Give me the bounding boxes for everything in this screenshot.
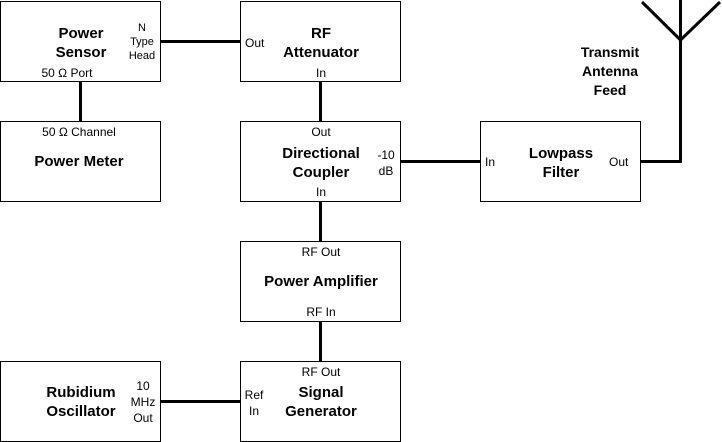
signal-generator-title: Signal Generator — [285, 384, 357, 420]
signal-generator-ref-in-label: Ref In — [244, 388, 264, 418]
power-meter-title: Power Meter — [34, 153, 124, 170]
wire-filter-to-antenna-v — [679, 40, 682, 163]
lowpass-filter-out-label: Out — [609, 155, 629, 169]
rf-attenuator-block: RF Attenuator Out In — [240, 1, 401, 82]
wire-coupler-to-filter — [400, 160, 480, 163]
rubidium-oscillator-output-label: 10 MHz Out — [130, 379, 156, 425]
power-amplifier-title: Power Amplifier — [264, 273, 378, 290]
directional-coupler-coupled-label: -10 dB — [377, 148, 395, 178]
directional-coupler-block: Out Directional Coupler -10 dB In — [240, 121, 401, 202]
directional-coupler-title: Directional Coupler — [282, 145, 360, 181]
rf-attenuator-out-label: Out — [245, 36, 265, 50]
rubidium-oscillator-block: Rubidium Oscillator 10 MHz Out — [0, 361, 161, 442]
power-sensor-port-label: 50 Ω Port — [41, 66, 93, 80]
power-amplifier-block: RF Out Power Amplifier RF In — [240, 241, 401, 322]
rubidium-oscillator-title: Rubidium Oscillator — [46, 384, 116, 420]
power-meter-channel-label: 50 Ω Channel — [42, 125, 116, 139]
wire-filter-to-antenna-h — [640, 160, 682, 163]
power-sensor-title: Power Sensor — [55, 25, 107, 61]
signal-generator-block: RF Out Ref In Signal Generator — [240, 361, 401, 442]
directional-coupler-in-label: In — [315, 185, 326, 199]
lowpass-filter-in-label: In — [485, 155, 496, 169]
wire-oscillator-to-generator — [160, 400, 240, 403]
wire-amplifier-to-coupler — [319, 201, 322, 241]
signal-generator-rf-out-label: RF Out — [301, 365, 341, 379]
wire-attenuator-to-coupler — [319, 81, 322, 121]
lowpass-filter-block: In Lowpass Filter Out — [480, 121, 641, 202]
power-amplifier-rf-in-label: RF In — [306, 305, 336, 319]
lowpass-filter-title: Lowpass Filter — [528, 145, 594, 181]
power-sensor-head-label: N Type Head — [128, 22, 156, 62]
antenna-label: Transmit Antenna Feed — [580, 44, 640, 98]
wire-sensor-to-attenuator — [160, 40, 240, 43]
wire-generator-to-amplifier — [319, 321, 322, 361]
power-amplifier-rf-out-label: RF Out — [301, 245, 341, 259]
power-meter-block: 50 Ω Channel Power Meter — [0, 121, 161, 202]
directional-coupler-out-label: Out — [311, 125, 331, 139]
rf-attenuator-title: RF Attenuator — [283, 25, 359, 61]
wire-sensor-to-meter — [79, 81, 82, 121]
power-sensor-block: Power Sensor N Type Head 50 Ω Port — [0, 1, 161, 82]
rf-attenuator-in-label: In — [315, 66, 326, 80]
